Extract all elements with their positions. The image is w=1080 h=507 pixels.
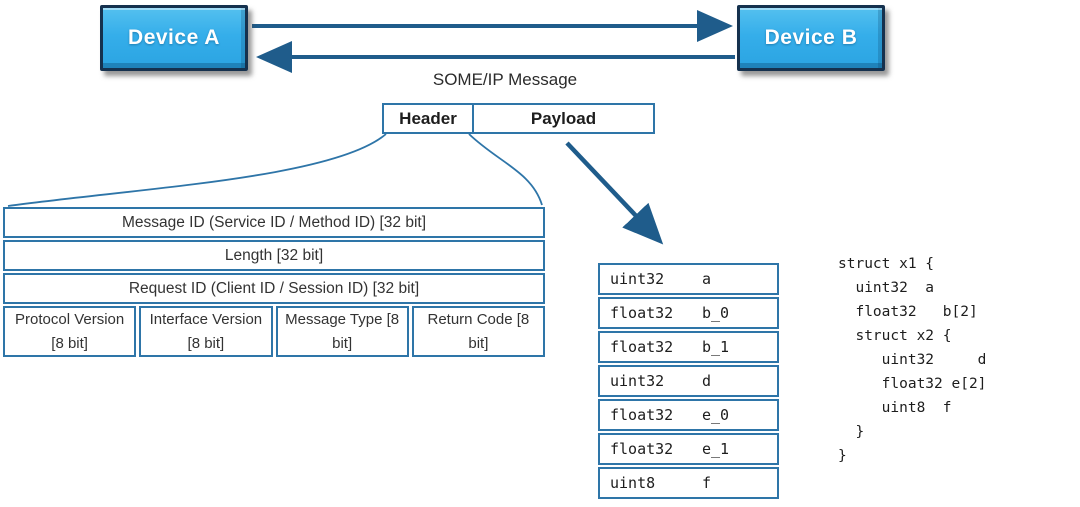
device-a-label: Device A [128,26,220,49]
header-field-return-code: Return Code [8 bit] [411,306,545,357]
device-a-box: Device A [100,5,248,71]
header-expand-curve-right [468,133,543,206]
payload-row: float32 b_0 [598,297,779,329]
payload-name: e_0 [702,406,730,424]
struct-definition-code: struct x1 { uint32 a float32 b[2] struct… [838,252,986,468]
header-expand-curve-left [7,133,387,207]
payload-row: uint32 a [598,263,779,295]
payload-row: uint32 d [598,365,779,397]
payload-name: f [702,474,712,492]
code-line: } [838,424,865,440]
payload-type: uint8 [610,474,656,492]
arrow-payload-to-table [565,141,664,245]
payload-type: uint32 [610,372,665,390]
payload-row: float32 e_0 [598,399,779,431]
message-payload-cell: Payload [530,108,597,128]
header-field-protocol-version: Protocol Version [8 bit] [3,306,137,357]
payload-name: e_1 [702,440,730,458]
header-row-length: Length [32 bit] [3,240,545,271]
payload-row: float32 e_1 [598,433,779,465]
code-line: uint32 a [838,280,935,296]
payload-row: uint8 f [598,467,779,499]
code-line: uint8 f [838,400,952,416]
device-b-box: Device B [737,5,885,71]
device-b-label: Device B [764,26,858,49]
payload-name: d [702,372,712,390]
header-fields-row: Protocol Version [8 bit] Interface Versi… [3,306,545,357]
code-line: } [838,448,847,464]
header-structure-table: Message ID (Service ID / Method ID) [32 … [3,207,545,357]
payload-serialization-table: uint32 a float32 b_0 float32 b_1 uint32 … [598,263,779,501]
someip-message-box: Header Payload [382,103,655,134]
payload-type: uint32 [610,270,665,288]
payload-name: b_0 [702,304,730,322]
code-line: struct x1 { [838,256,935,272]
payload-type: float32 [610,338,674,356]
header-field-message-type: Message Type [8 bit] [275,306,409,357]
payload-type: float32 [610,406,674,424]
someip-message-label: SOME/IP Message [432,70,578,89]
message-header-cell: Header [384,105,474,132]
code-line: struct x2 { [838,328,952,344]
header-row-request-id: Request ID (Client ID / Session ID) [32 … [3,273,545,304]
code-line: float32 e[2] [838,376,987,392]
code-line: float32 b[2] [838,304,978,320]
payload-type: float32 [610,304,674,322]
payload-type: float32 [610,440,674,458]
payload-name: b_1 [702,338,730,356]
header-row-message-id: Message ID (Service ID / Method ID) [32 … [3,207,545,238]
header-field-interface-version: Interface Version [8 bit] [139,306,273,357]
payload-name: a [702,270,712,288]
code-line: uint32 d [838,352,987,368]
payload-row: float32 b_1 [598,331,779,363]
